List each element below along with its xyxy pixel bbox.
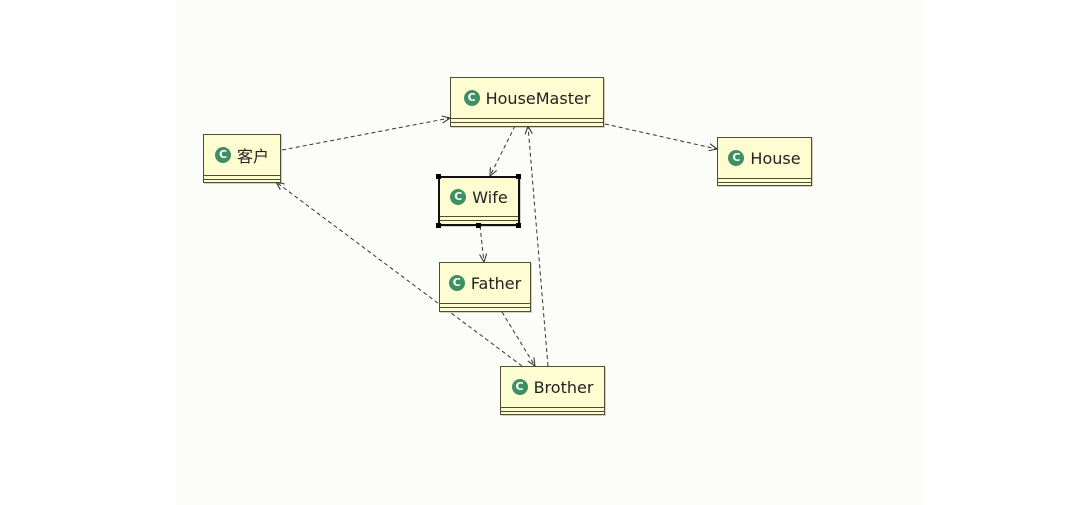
attribute-separator [204, 175, 280, 176]
method-separator [204, 179, 280, 180]
attribute-separator [440, 216, 518, 217]
class-box-housemaster[interactable]: C HouseMaster [450, 77, 604, 127]
class-icon: C [448, 275, 465, 291]
edge-wife-to-father [480, 225, 484, 262]
method-separator [440, 220, 518, 221]
class-name-client: 客户 [236, 147, 269, 166]
class-icon: C [728, 150, 745, 166]
class-icon: C [463, 90, 480, 106]
edge-housemaster-to-house [604, 123, 717, 149]
class-name-housemaster: HouseMaster [485, 88, 591, 108]
edge-client-to-housemaster [281, 118, 450, 151]
selection-handle-top-right[interactable] [516, 174, 521, 179]
class-icon: C [450, 189, 467, 205]
class-box-father[interactable]: C Father [439, 262, 531, 312]
edge-father-to-brother [501, 311, 535, 366]
class-icon: C [214, 147, 231, 163]
method-separator [718, 182, 811, 183]
method-separator [451, 122, 603, 123]
class-box-house[interactable]: C House [717, 137, 812, 186]
selection-handle-bottom-right[interactable] [516, 223, 521, 228]
class-icon: C [511, 379, 528, 395]
attribute-separator [718, 178, 811, 179]
class-name-wife: Wife [472, 187, 508, 207]
selection-handle-bottom-left[interactable] [436, 223, 441, 228]
method-separator [501, 411, 604, 412]
edge-brother-to-housemaster [528, 126, 549, 367]
method-separator [440, 307, 530, 308]
class-name-house: House [750, 148, 801, 168]
edge-brother-to-client [276, 182, 523, 367]
edge-housemaster-to-wife [490, 125, 516, 176]
class-name-father: Father [470, 273, 522, 293]
class-box-brother[interactable]: C Brother [500, 366, 605, 415]
class-box-wife[interactable]: C Wife [438, 176, 520, 226]
attribute-separator [501, 407, 604, 408]
selection-handle-top-left[interactable] [436, 174, 441, 179]
attribute-separator [440, 303, 530, 304]
selection-handle-bottom-middle[interactable] [476, 223, 481, 228]
class-box-client[interactable]: C 客户 [203, 134, 281, 183]
attribute-separator [451, 118, 603, 119]
class-name-brother: Brother [533, 377, 594, 397]
